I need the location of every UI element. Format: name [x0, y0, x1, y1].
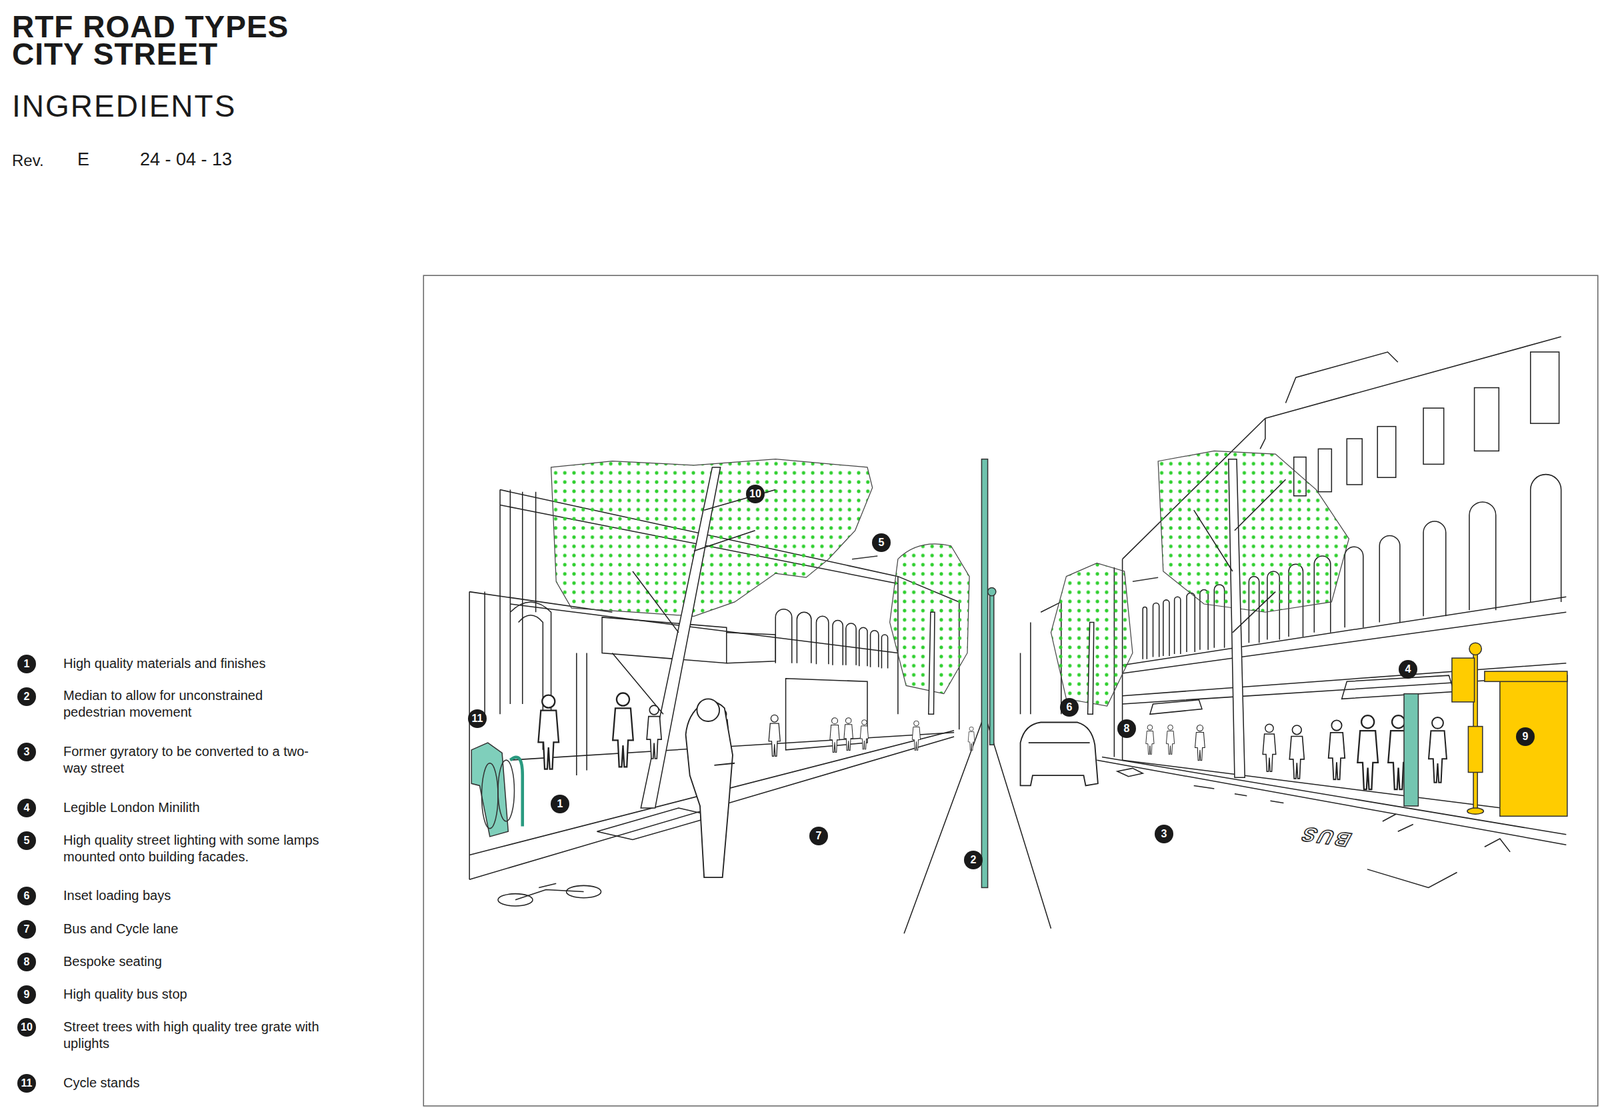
people [538, 693, 1447, 790]
key-text: Inset loading bays [63, 887, 320, 904]
key-number: 8 [17, 952, 36, 972]
key-number: 7 [17, 920, 36, 939]
callout-number: 9 [1516, 727, 1535, 746]
callout-number: 11 [468, 709, 487, 728]
cyclist [686, 698, 735, 878]
key-text: High quality street lighting with some l… [63, 832, 320, 866]
key-number: 5 [17, 831, 36, 850]
key-number: 3 [17, 742, 36, 762]
revision-date: 24 - 04 - 13 [140, 149, 232, 170]
right-buildings [1020, 336, 1567, 816]
key-text: High quality materials and finishes [63, 655, 320, 672]
callout-number: 5 [872, 533, 891, 552]
key-text: High quality bus stop [63, 986, 320, 1003]
lamp-posts [852, 459, 1158, 888]
callout-number: 4 [1398, 660, 1418, 679]
callout-number: 10 [746, 484, 765, 504]
callout-number: 3 [1154, 824, 1174, 844]
page-title: RTF ROAD TYPES CITY STREET [12, 13, 332, 68]
key-number: 4 [17, 798, 36, 818]
key-text: Former gyratory to be converted to a two… [63, 743, 320, 777]
legible-london-minilith [1404, 694, 1418, 806]
key-number: 11 [17, 1074, 36, 1093]
key-text: Bespoke seating [63, 953, 320, 970]
key-number: 6 [17, 886, 36, 906]
road-marking: BUS [1294, 822, 1356, 851]
callout-number: 1 [550, 794, 570, 814]
key-number: 1 [17, 654, 36, 674]
revision-letter: E [77, 149, 90, 170]
key-text: Street trees with high quality tree grat… [63, 1018, 320, 1052]
car [1020, 722, 1098, 786]
key-number: 2 [17, 687, 36, 706]
key-text: Cycle stands [63, 1074, 320, 1092]
road-surface [469, 714, 1566, 934]
bus-stop [1452, 642, 1568, 816]
callout-number: 8 [1117, 719, 1136, 738]
key-number: 10 [17, 1018, 36, 1037]
key-text: Bus and Cycle lane [63, 920, 320, 938]
revision-label: Rev. [12, 150, 44, 171]
callout-number: 2 [964, 850, 983, 870]
callout-number: 6 [1060, 698, 1079, 717]
section-heading: INGREDIENTS [12, 89, 236, 123]
key-text: Legible London Minilith [63, 799, 320, 816]
picture-frame [423, 275, 1598, 1106]
callout-number: 7 [809, 826, 828, 846]
key-number: 9 [17, 985, 36, 1004]
cycle-stands [471, 742, 523, 837]
key-text: Median to allow for unconstrained pedest… [63, 687, 320, 721]
